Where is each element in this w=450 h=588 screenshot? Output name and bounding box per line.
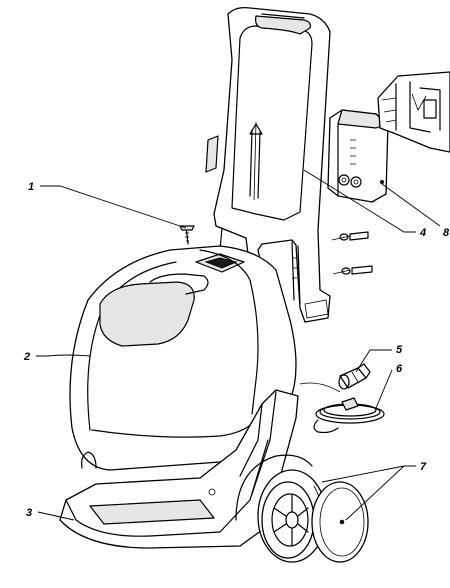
callout-2: 2 [23, 351, 30, 363]
callout-4: 4 [419, 227, 426, 239]
leader-lines [36, 169, 441, 521]
callout-3: 3 [26, 507, 32, 519]
base-chassis-part [59, 389, 313, 549]
callout-7: 7 [420, 461, 427, 473]
handle-frame-part [205, 6, 331, 323]
hose-coil-part [299, 382, 385, 434]
control-box-part [327, 109, 389, 203]
hose-connector-part [338, 363, 371, 390]
internal-component-detail [377, 71, 450, 153]
screw-part [179, 225, 195, 245]
callout-6: 6 [396, 363, 403, 375]
hood-cover-part [69, 245, 297, 471]
callout-1: 1 [28, 181, 34, 193]
wheel-part [257, 469, 327, 563]
handle-screws [331, 231, 373, 275]
callout-5: 5 [396, 344, 403, 356]
wheel-cap-part [311, 481, 369, 563]
callout-8: 8 [443, 227, 450, 239]
